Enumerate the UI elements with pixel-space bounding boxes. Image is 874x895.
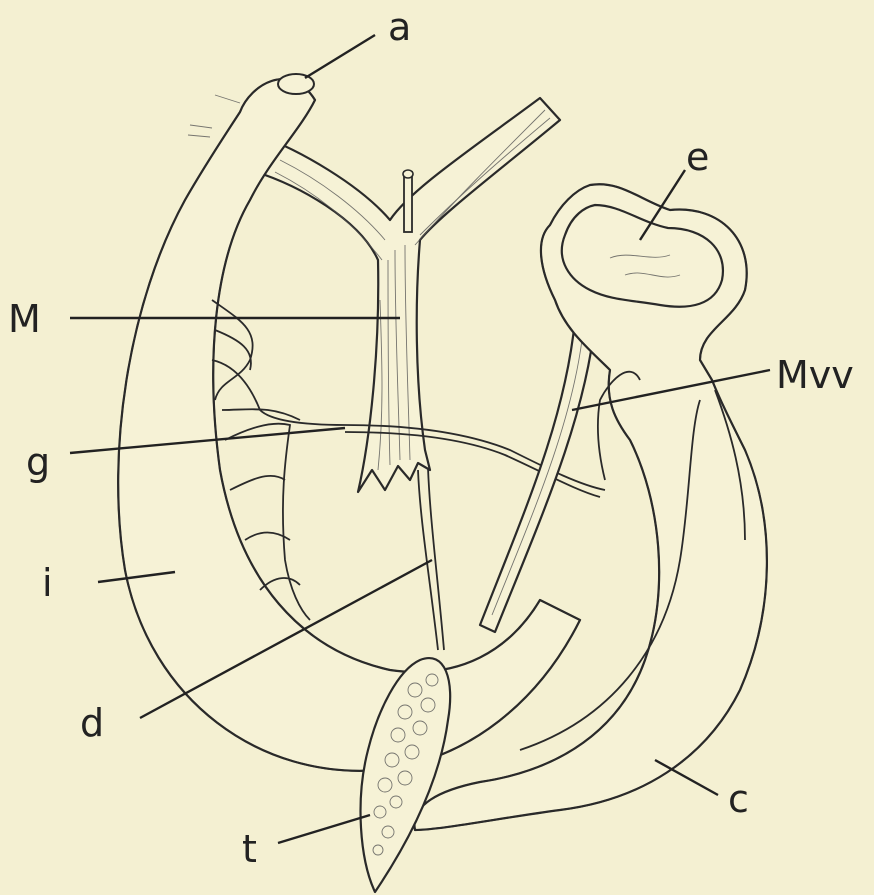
label-e: e	[686, 135, 709, 179]
label-g: g	[26, 440, 50, 484]
intestine-i	[118, 74, 580, 771]
label-i: i	[42, 561, 53, 605]
label-d: d	[80, 701, 104, 745]
label-M: M	[8, 297, 41, 341]
mvv-band	[480, 320, 595, 632]
label-t: t	[242, 827, 257, 871]
label-Mvv: Mvv	[776, 353, 854, 397]
leader-t	[278, 815, 370, 843]
leader-a	[305, 35, 375, 78]
label-c: c	[728, 777, 749, 821]
leader-c	[655, 760, 718, 795]
label-a: a	[388, 5, 411, 49]
